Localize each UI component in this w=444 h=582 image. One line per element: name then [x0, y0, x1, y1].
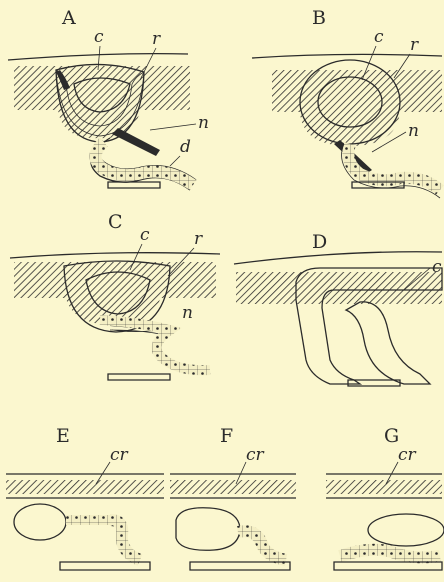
- panel-d: D c: [234, 231, 442, 386]
- panel-c-tube-cells: [100, 320, 210, 370]
- panel-a-label-d: d: [180, 137, 191, 157]
- panel-c: C c r n: [10, 211, 220, 380]
- panel-b-title: B: [312, 7, 326, 29]
- panel-e: E cr: [6, 425, 164, 570]
- panel-a-leader-d: [170, 156, 180, 166]
- panel-a-label-r: r: [152, 29, 161, 49]
- panel-e-bulb: [14, 504, 66, 540]
- panel-g-tube-cells: [340, 550, 440, 558]
- panel-a-surface-line: [8, 54, 188, 60]
- panel-c-title: C: [108, 211, 123, 233]
- panel-d-hatched-layer: [236, 272, 442, 304]
- panel-c-label-r: r: [194, 229, 203, 249]
- panel-g-title: G: [384, 425, 399, 447]
- panel-c-base-epithelium: [108, 374, 170, 380]
- panel-d-surface-line: [234, 252, 442, 264]
- panel-a-hatched-layer: [14, 66, 190, 138]
- panel-b-label-r: r: [410, 35, 419, 55]
- panel-a: A c r n d: [8, 7, 209, 190]
- panel-a-base-epithelium: [108, 182, 160, 188]
- panel-c-label-n: n: [182, 303, 193, 323]
- panel-a-label-c: c: [94, 27, 104, 47]
- panel-f-bulb: [176, 508, 240, 551]
- panel-f-hatched-layer: [170, 480, 296, 494]
- panel-f-base-epithelium: [190, 562, 290, 570]
- panel-a-title: A: [61, 7, 76, 29]
- panel-b-label-n: n: [408, 121, 419, 141]
- panel-d-label-c: c: [432, 257, 442, 277]
- panel-f-label-cr: cr: [246, 445, 265, 465]
- panel-f: F cr: [170, 425, 296, 570]
- panel-b-label-c: c: [374, 27, 384, 47]
- panel-a-label-n: n: [198, 113, 209, 133]
- panel-f-tube-cells: [238, 531, 286, 560]
- panel-f-title: F: [220, 425, 233, 447]
- panel-a-nerve-n: [112, 128, 160, 156]
- panel-e-tube-cells: [110, 520, 140, 560]
- panel-g: G cr: [326, 425, 444, 570]
- panel-d-inner-wall: [346, 302, 430, 384]
- panel-b: B c r n: [252, 7, 442, 198]
- panel-e-hatched-layer: [6, 480, 164, 494]
- panel-e-label-cr: cr: [110, 445, 129, 465]
- panel-c-label-c: c: [140, 225, 150, 245]
- panel-d-title: D: [312, 231, 327, 253]
- panel-e-title: E: [56, 425, 70, 447]
- panel-g-label-cr: cr: [398, 445, 417, 465]
- panel-g-pigment-mass: [368, 514, 444, 546]
- panel-g-hatched-layer: [326, 480, 442, 494]
- panel-a-leader-n: [150, 124, 196, 130]
